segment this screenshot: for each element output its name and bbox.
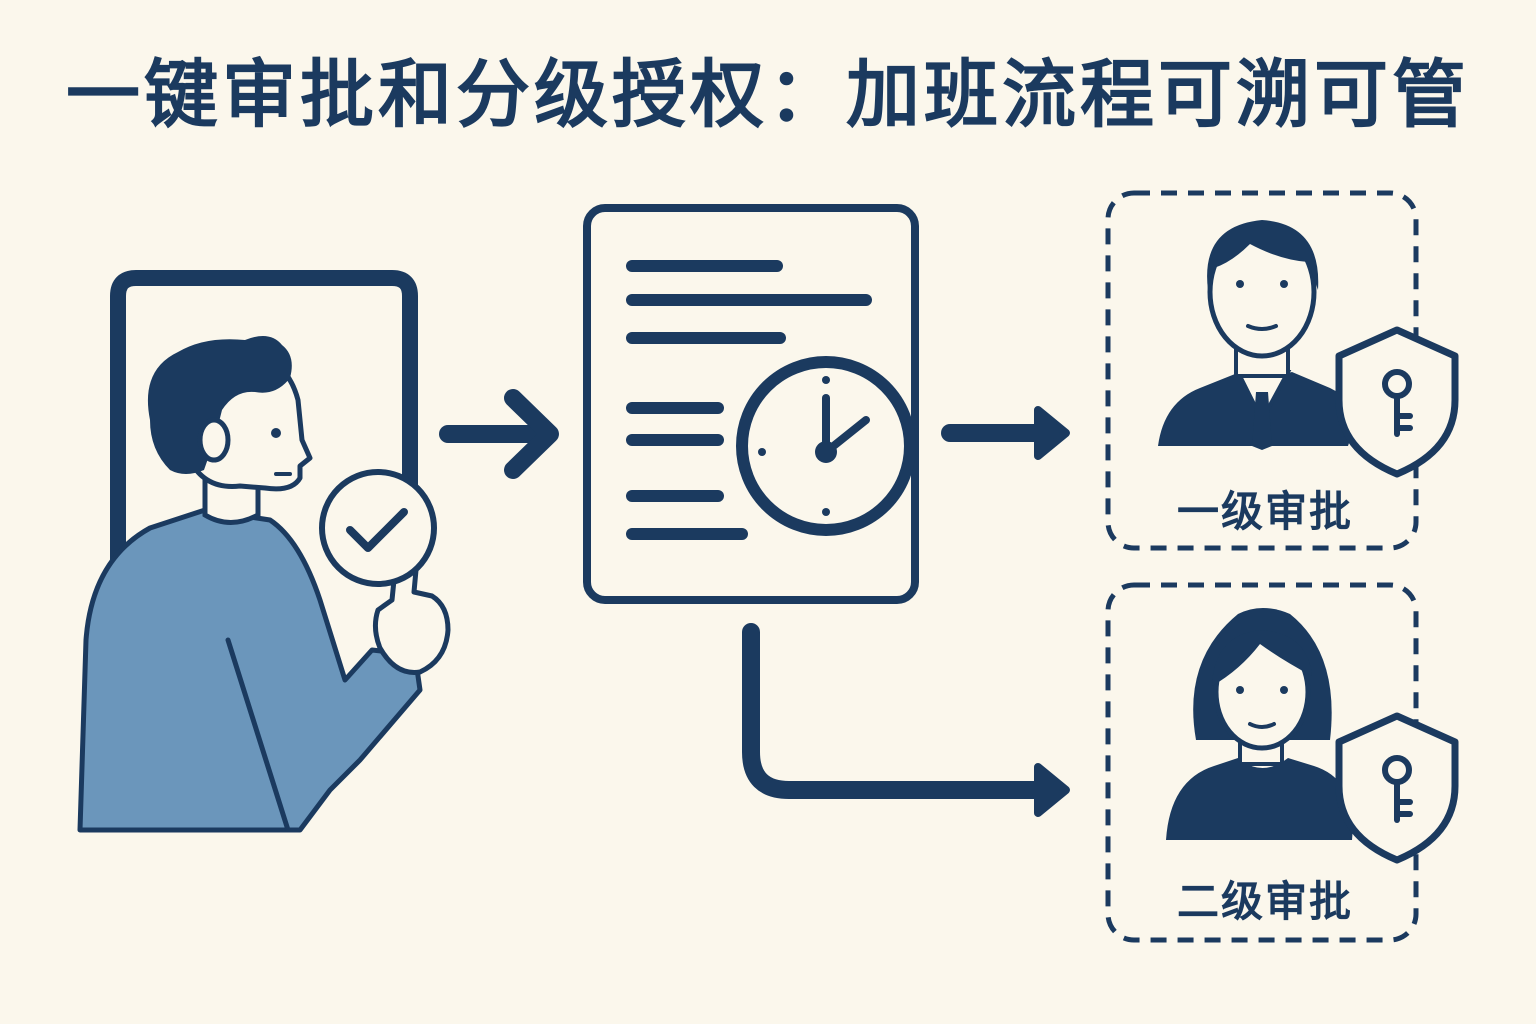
arrow-to-level1 (941, 406, 1070, 460)
level1-approval-label: 一级审批 (1176, 487, 1353, 536)
level2-approver-card (1105, 582, 1459, 943)
arrow-to-document (439, 389, 559, 479)
level2-approval-label: 二级审批 (1176, 877, 1353, 926)
arrow-to-level2 (742, 623, 1070, 817)
check-icon (346, 508, 408, 552)
page-title: 一键审批和分级授权：加班流程可溯可管 (66, 52, 1470, 138)
key-icon (1382, 755, 1413, 823)
level1-approver-card (1105, 190, 1459, 551)
approve-check-button (319, 469, 437, 587)
approver-person-illustration (77, 336, 451, 833)
clock-icon (736, 356, 916, 536)
key-icon (1382, 369, 1413, 437)
tablet-frame (110, 270, 418, 768)
